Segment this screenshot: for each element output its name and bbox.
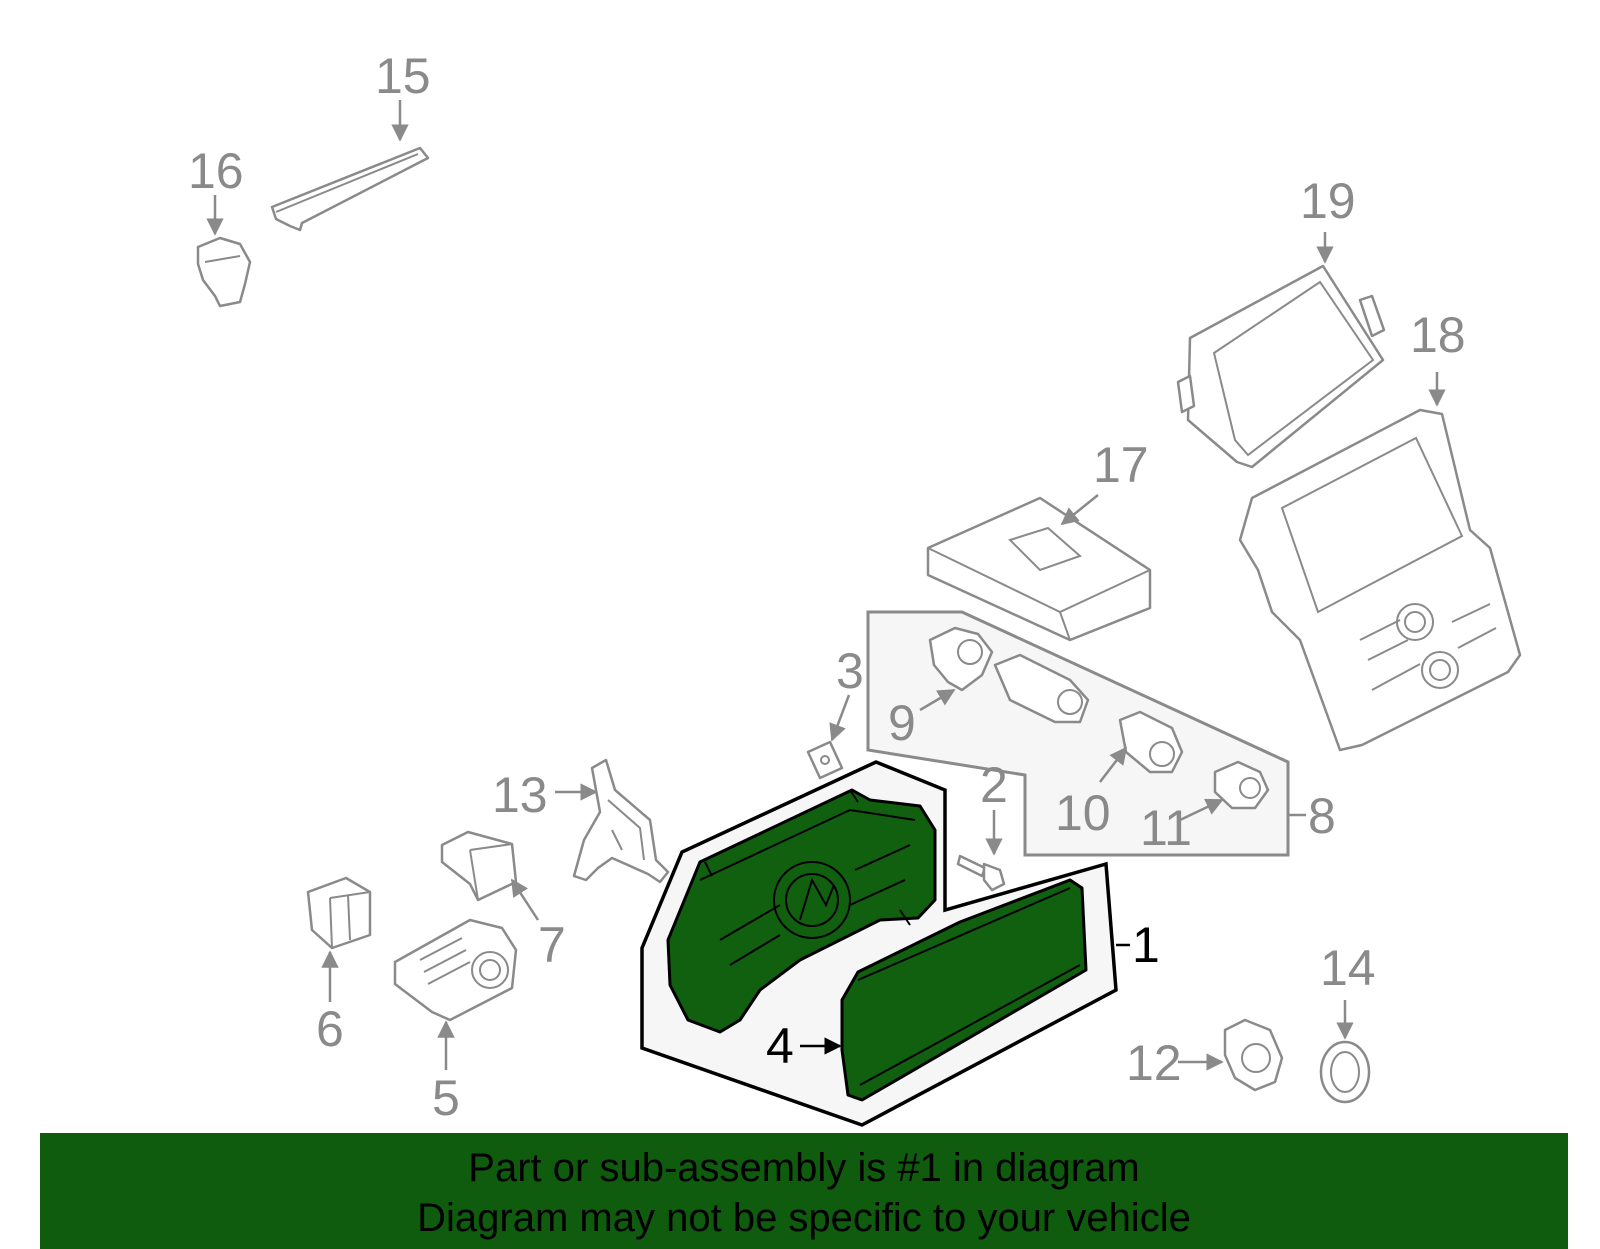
part-18-center-bezel: 18 [1238,307,1522,752]
callout-13: 13 [492,767,548,823]
part-19-display: 19 [1176,173,1386,469]
callout-17: 17 [1093,437,1149,493]
banner-line-1: Part or sub-assembly is #1 in diagram [468,1146,1140,1190]
callout-11: 11 [1140,800,1192,856]
callout-14: 14 [1320,940,1376,996]
part-5-control: 5 [393,918,518,1126]
callout-5: 5 [432,1070,460,1126]
part-6-switch: 6 [306,876,372,1057]
callout-3: 3 [836,643,864,699]
part-8-switch-group: 9 10 11 8 [866,610,1336,857]
info-banner: Part or sub-assembly is #1 in diagram Di… [40,1133,1568,1249]
part-11-switch [1213,760,1270,810]
cluster-housing [666,788,937,1034]
part-7-switch: 7 [440,830,566,973]
callout-7: 7 [538,917,566,973]
banner-line-2: Diagram may not be specific to your vehi… [417,1196,1191,1240]
callout-2: 2 [980,757,1008,813]
part-17-module: 17 [926,437,1152,642]
callout-10: 10 [1055,785,1111,841]
part-12-sensor: 12 [1126,1018,1284,1092]
part-3-clip: 3 [806,643,864,780]
callout-16: 16 [188,143,244,199]
callout-1: 1 [1132,917,1160,973]
callout-8: 8 [1308,788,1336,844]
callout-4: 4 [766,1018,794,1074]
callout-15: 15 [375,48,431,104]
part-14-ring: 14 [1319,940,1376,1104]
callout-9: 9 [888,695,916,751]
part-9-switch [928,626,1090,724]
callout-6: 6 [316,1001,344,1057]
part-15-trim-strip: 15 [270,48,431,232]
part-13-bracket: 13 [492,758,670,884]
callout-12: 12 [1126,1035,1182,1091]
callout-19: 19 [1300,173,1356,229]
part-1-instrument-cluster-assembly: 1 4 [640,760,1160,1127]
part-4-lens [840,878,1088,1102]
callout-18: 18 [1410,307,1466,363]
part-10-switch [1118,710,1184,774]
part-16-knob: 16 [188,143,252,308]
part-2-screw: 2 [956,757,1008,892]
